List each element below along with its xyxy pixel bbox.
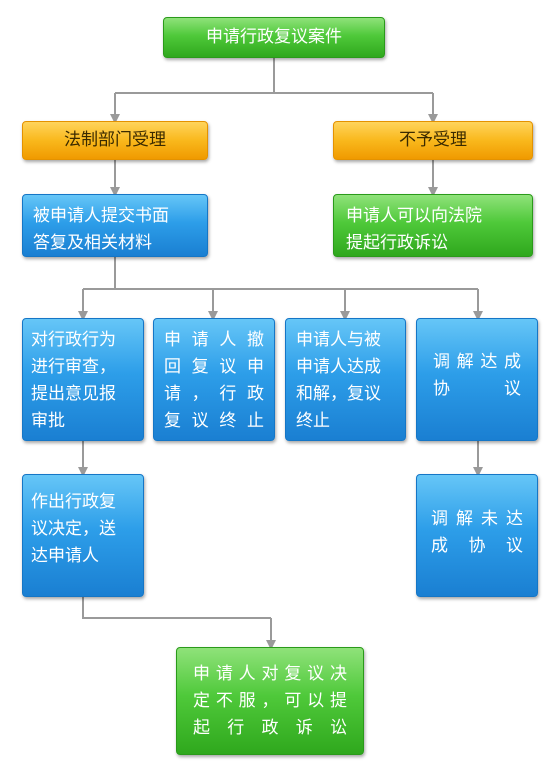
node-file-lawsuit-label: 申请人可以向法院 提起行政诉讼 (346, 206, 482, 253)
node-respondent-reply: 被申请人提交书面 答复及相关材料 (22, 194, 208, 257)
node-review-action-label: 对行政行为 进行审查， 提出意见报 审批 (31, 330, 116, 431)
node-settlement-label: 申请人与被 申请人达成 和解，复议 终止 (296, 330, 381, 431)
node-withdraw-application-label: 申请人撤 回复议申 请，行政 复议终止 (164, 330, 264, 431)
node-dissatisfied-lawsuit: 申请人对复议决 定不服，可以提 起行政诉讼 (176, 647, 364, 755)
node-withdraw-application: 申请人撤 回复议申 请，行政 复议终止 (153, 318, 275, 441)
node-review-decision: 作出行政复 议决定，送 达申请人 (22, 474, 144, 597)
node-apply-case-label: 申请行政复议案件 (206, 27, 342, 47)
node-legal-dept-accept-label: 法制部门受理 (64, 130, 166, 150)
node-file-lawsuit: 申请人可以向法院 提起行政诉讼 (333, 194, 533, 257)
node-legal-dept-accept: 法制部门受理 (22, 121, 208, 160)
node-not-accepted-label: 不予受理 (399, 130, 467, 150)
node-review-decision-label: 作出行政复 议决定，送 达申请人 (31, 492, 116, 566)
connector-decision-to-final (82, 597, 271, 619)
node-dissatisfied-lawsuit-label: 申请人对复议决 定不服，可以提 起行政诉讼 (193, 664, 347, 738)
node-mediation-agreement: 调解达成 协议 (416, 318, 538, 441)
node-mediation-agreement-label: 调解达成 协议 (433, 352, 521, 399)
node-mediation-failed-label: 调解未达 成协议 (431, 509, 523, 556)
node-apply-case: 申请行政复议案件 (163, 17, 385, 58)
node-settlement: 申请人与被 申请人达成 和解，复议 终止 (285, 318, 406, 441)
node-respondent-reply-label: 被申请人提交书面 答复及相关材料 (33, 206, 169, 253)
node-mediation-failed: 调解未达 成协议 (416, 474, 538, 597)
node-not-accepted: 不予受理 (333, 121, 533, 160)
node-review-action: 对行政行为 进行审查， 提出意见报 审批 (22, 318, 144, 441)
